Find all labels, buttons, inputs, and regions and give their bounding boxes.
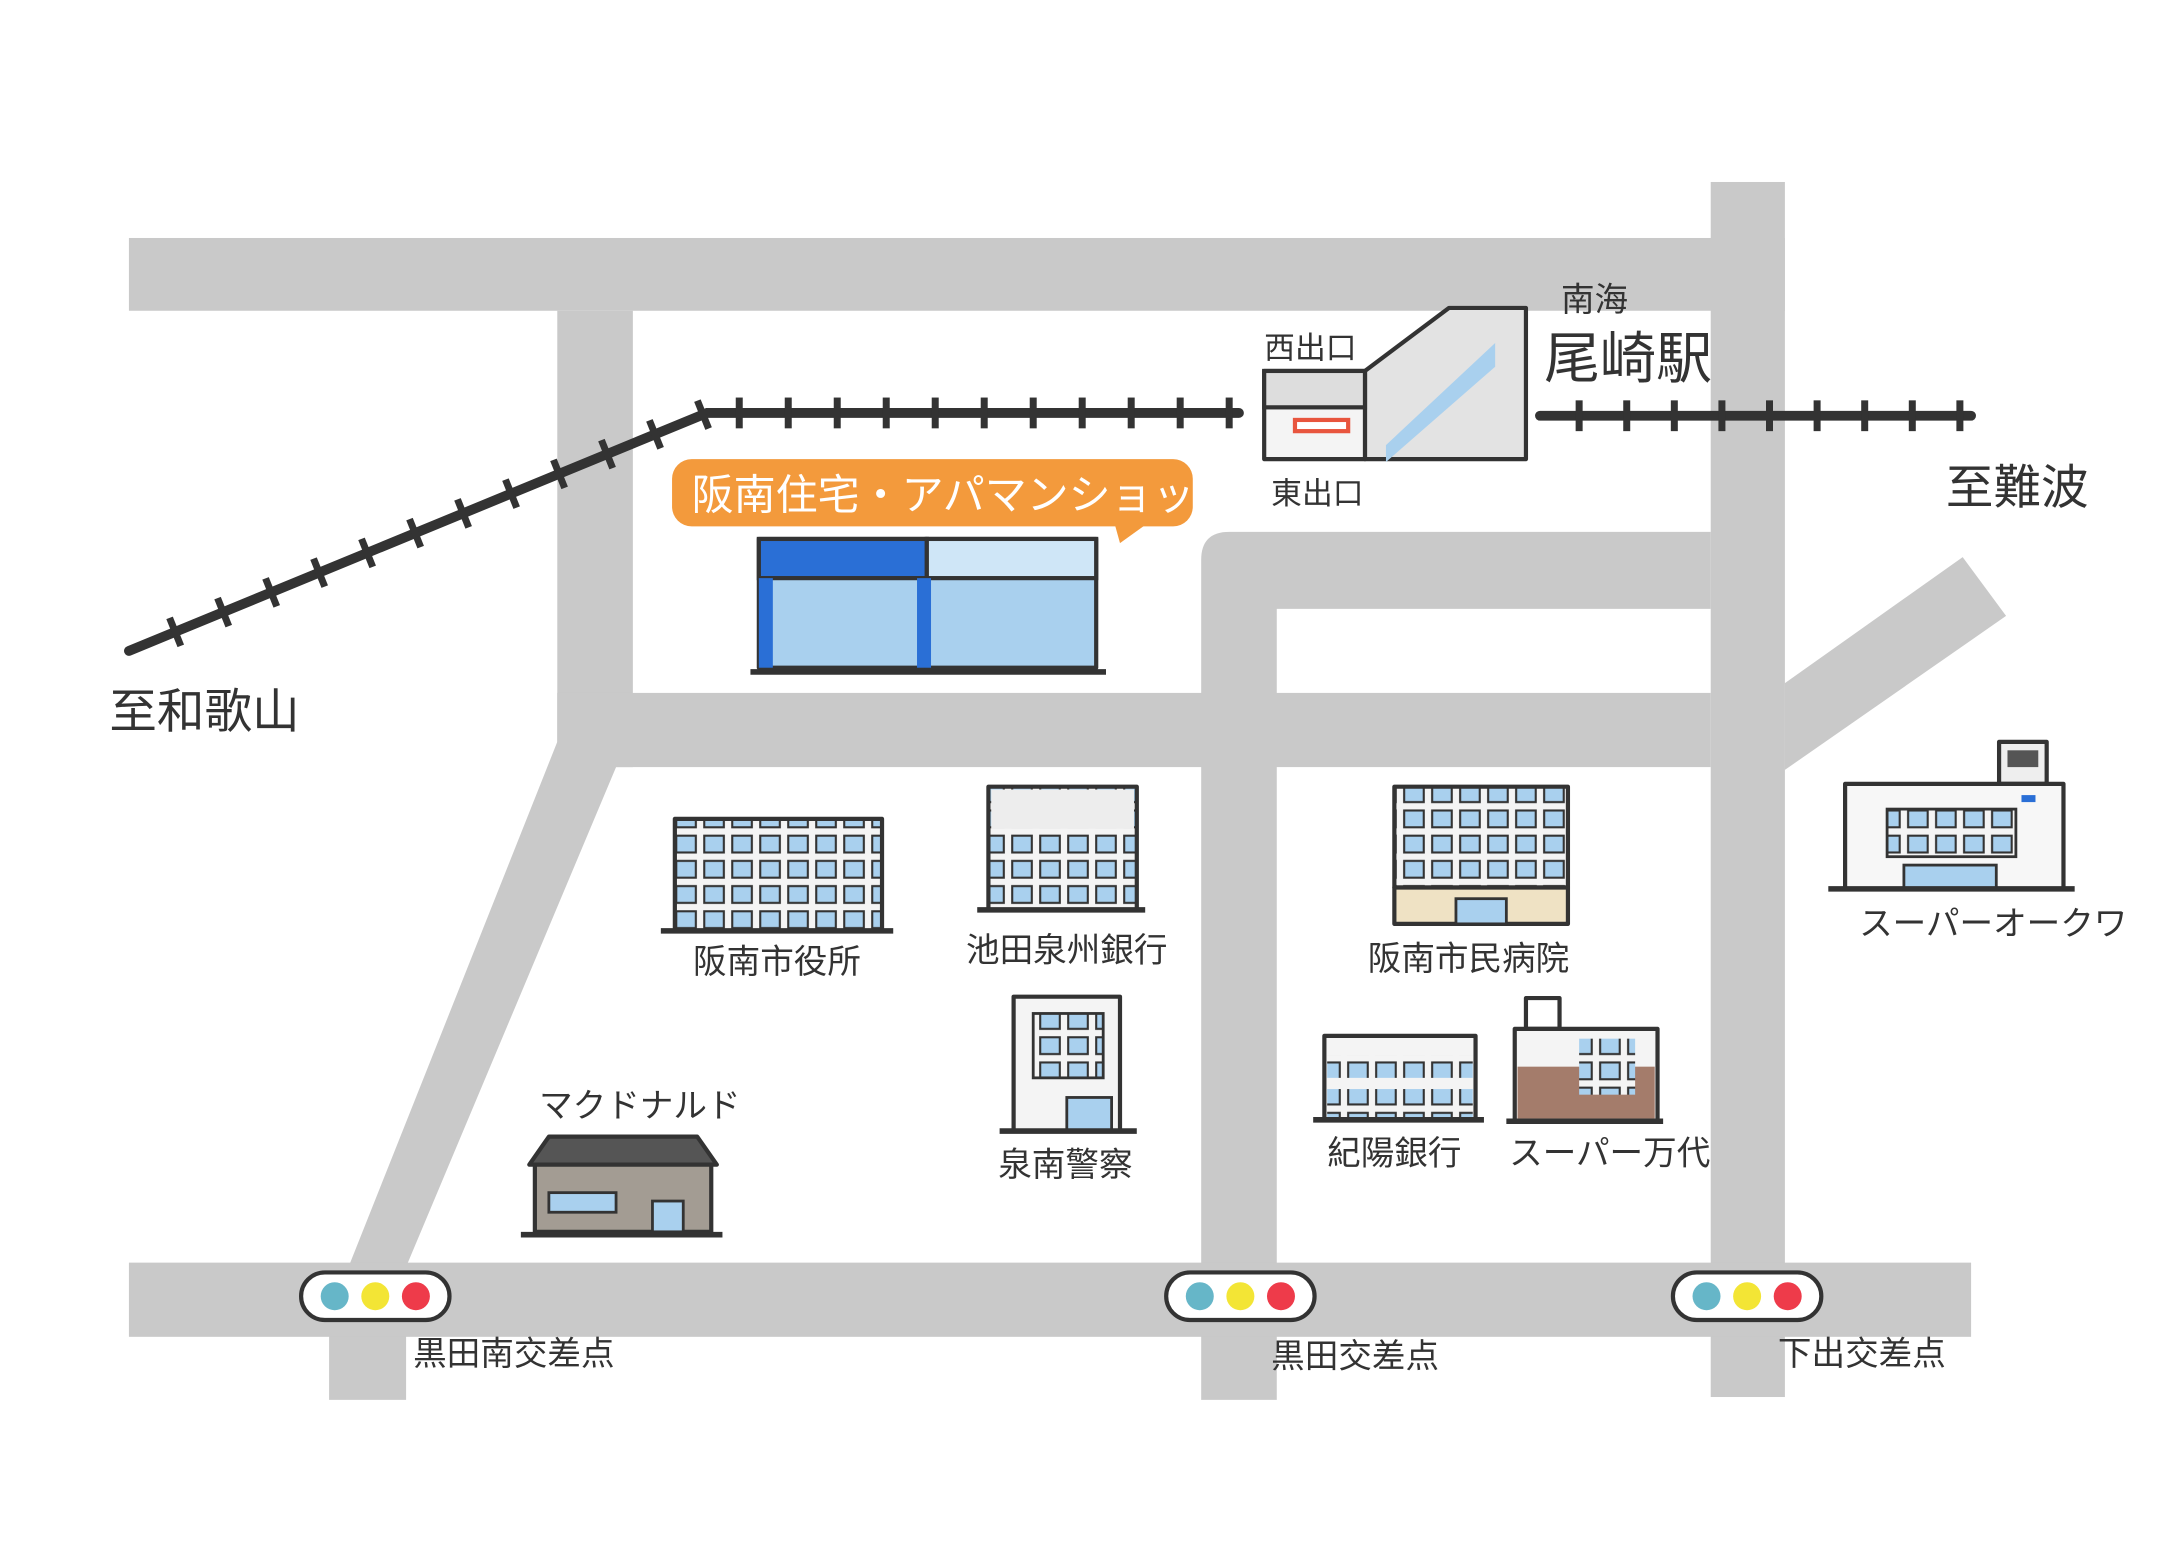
rail-tie	[550, 458, 568, 490]
okuwa-supermarket-label: スーパーオークワ	[1859, 904, 2127, 943]
shop-building[interactable]	[750, 536, 1106, 675]
shimode-intersection-label: 下出交差点	[1778, 1334, 1946, 1373]
station-building	[1262, 305, 1529, 462]
city-hall-building	[660, 816, 894, 934]
to-namba-label: 至難波	[1946, 461, 2089, 516]
hospital-label: 阪南市民病院	[1368, 939, 1569, 978]
okuwa-supermarket-building	[1828, 739, 2075, 892]
kuroda-intersection-label: 黒田交差点	[1271, 1337, 1439, 1376]
mcdonalds-label: マクドナルド	[539, 1086, 740, 1125]
kiyo-bank-label: 紀陽銀行	[1327, 1134, 1461, 1173]
rail-tie	[454, 498, 472, 529]
blue-light	[320, 1282, 349, 1311]
city-hall-label: 阪南市役所	[693, 942, 861, 981]
east-exit-label: 東出口	[1271, 476, 1363, 512]
road-west-diagonal	[329, 310, 633, 1400]
hospital-building	[1392, 784, 1571, 926]
traffic-signal	[1164, 1270, 1317, 1323]
rail-tie	[358, 537, 376, 569]
road-north	[128, 237, 1785, 311]
red-light	[1266, 1282, 1295, 1311]
shop-callout-label[interactable]: 阪南住宅・アパマンショップ	[692, 471, 1237, 520]
traffic-signal	[1670, 1270, 1824, 1323]
shop-callout[interactable]: 阪南住宅・アパマンショップ	[672, 459, 1237, 544]
red-light	[401, 1282, 430, 1311]
ikeda-senshu-bank-label: 池田泉州銀行	[966, 931, 1167, 970]
police-station-label: 泉南警察	[998, 1145, 1132, 1184]
kurodaminami-intersection-label: 黒田南交差点	[413, 1334, 614, 1373]
ikeda-senshu-bank-building	[977, 784, 1146, 913]
rail-tie	[694, 399, 712, 430]
road-middle	[557, 692, 1711, 768]
rail-ties	[166, 397, 1964, 648]
mandai-supermarket-building	[1506, 995, 1664, 1125]
yellow-light	[361, 1282, 390, 1311]
rail-tie	[310, 557, 328, 588]
kiyo-bank-building	[1313, 1033, 1484, 1123]
station-line: 南海	[1561, 280, 1628, 319]
to-wakayama-label: 至和歌山	[109, 685, 299, 740]
blue-light	[1692, 1282, 1721, 1311]
road-east-diagonal	[1784, 557, 2007, 770]
traffic-signal	[299, 1270, 452, 1323]
red-light	[1773, 1282, 1802, 1311]
rail-tie	[166, 616, 185, 648]
yellow-light	[1733, 1282, 1762, 1311]
station-name: 尾崎駅	[1544, 327, 1712, 392]
rail-tie	[262, 577, 280, 608]
mcdonalds-building	[520, 1134, 723, 1238]
yellow-light	[1226, 1282, 1255, 1311]
rail-tie	[214, 596, 233, 628]
west-exit-label: 西出口	[1264, 330, 1356, 366]
blue-light	[1185, 1282, 1214, 1311]
rail-tie	[598, 438, 616, 470]
rail-tie	[502, 478, 520, 509]
rail-tie	[406, 517, 424, 549]
railway	[124, 397, 1976, 656]
road-east-vertical	[1710, 181, 1785, 1398]
rail-tie	[646, 419, 664, 450]
mandai-supermarket-label: スーパー万代	[1509, 1134, 1710, 1173]
police-station-building	[999, 994, 1137, 1134]
